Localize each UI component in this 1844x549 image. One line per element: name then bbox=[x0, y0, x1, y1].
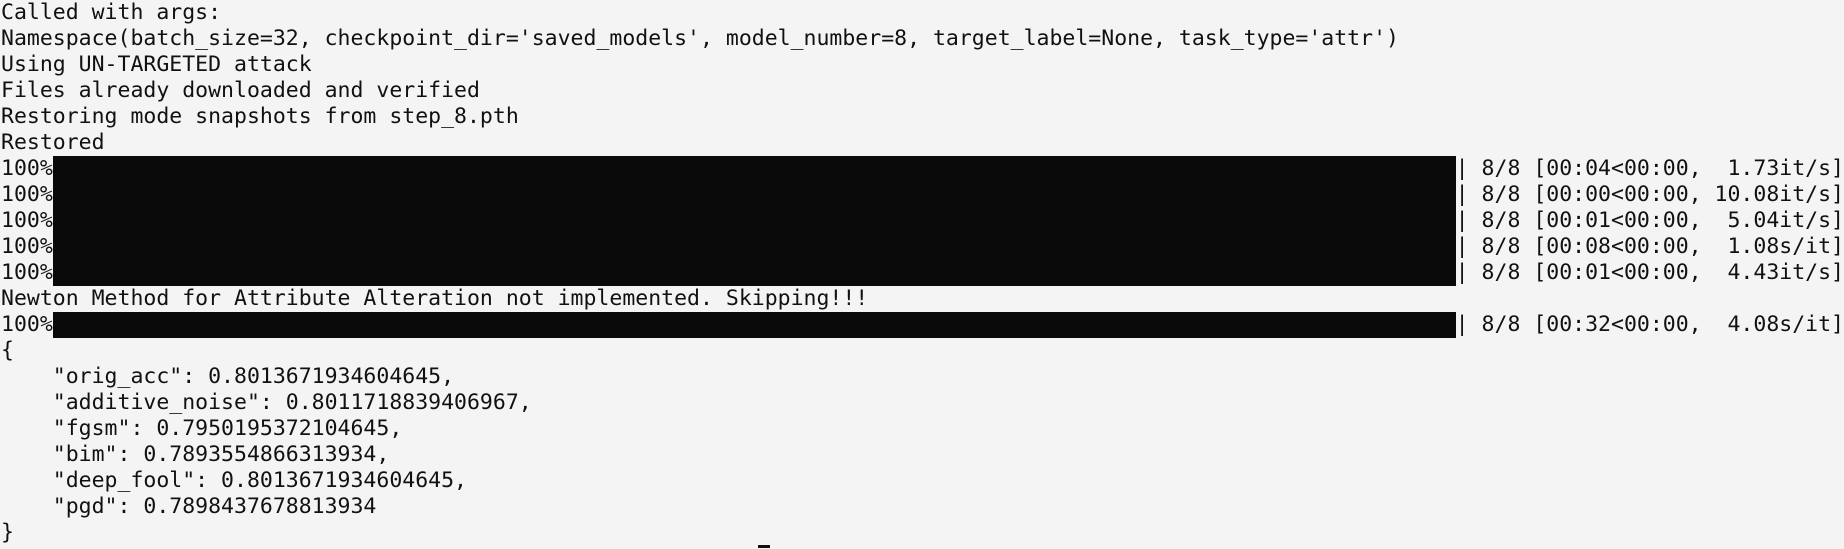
progress-bar-end: | bbox=[1455, 312, 1469, 337]
text-cursor bbox=[758, 545, 770, 548]
progress-bar-fill bbox=[53, 260, 1456, 286]
progress-bar bbox=[53, 182, 1456, 208]
progress-line: 100%| | 8/8 [00:04<00:00, 1.73it/s] bbox=[0, 156, 1844, 182]
json-result-line: "fgsm": 0.7950195372104645, bbox=[1, 416, 403, 441]
progress-bar bbox=[53, 234, 1456, 260]
progress-stats: 8/8 [00:00<00:00, 10.08it/s] bbox=[1468, 182, 1844, 207]
json-result-line: "deep_fool": 0.8013671934604645, bbox=[1, 468, 467, 493]
progress-bar bbox=[53, 208, 1456, 234]
progress-line: 100%| | 8/8 [00:01<00:00, 4.43it/s] bbox=[0, 260, 1844, 286]
json-open-brace: { bbox=[1, 338, 14, 363]
progress-bar-end: | bbox=[1455, 208, 1469, 233]
progress-line: 100%| | 8/8 [00:32<00:00, 4.08s/it] bbox=[0, 312, 1844, 338]
output-line: Using UN-TARGETED attack bbox=[1, 52, 312, 77]
output-line: Files already downloaded and verified bbox=[1, 78, 480, 103]
json-result-line: "bim": 0.7893554866313934, bbox=[1, 442, 390, 467]
progress-bar-end: | bbox=[1455, 234, 1469, 259]
output-line: Restoring mode snapshots from step_8.pth bbox=[1, 104, 519, 129]
progress-percent: 100%| bbox=[1, 260, 66, 285]
progress-percent: 100%| bbox=[1, 312, 66, 337]
progress-bar-end: | bbox=[1455, 260, 1469, 285]
progress-percent: 100%| bbox=[1, 182, 66, 207]
progress-stats: 8/8 [00:01<00:00, 4.43it/s] bbox=[1468, 260, 1844, 285]
json-result-line: "pgd": 0.7898437678813934 bbox=[1, 494, 377, 519]
progress-stats: 8/8 [00:08<00:00, 1.08s/it] bbox=[1468, 234, 1844, 259]
progress-bar-fill bbox=[53, 156, 1456, 182]
progress-bar-end: | bbox=[1455, 156, 1469, 181]
notice-line: Newton Method for Attribute Alteration n… bbox=[1, 286, 869, 311]
progress-line: 100%| | 8/8 [00:00<00:00, 10.08it/s] bbox=[0, 182, 1844, 208]
progress-bar-fill bbox=[53, 234, 1456, 260]
progress-bar-fill bbox=[53, 208, 1456, 234]
progress-line: 100%| | 8/8 [00:01<00:00, 5.04it/s] bbox=[0, 208, 1844, 234]
output-line: Restored bbox=[1, 130, 105, 155]
progress-percent: 100%| bbox=[1, 208, 66, 233]
progress-percent: 100%| bbox=[1, 234, 66, 259]
progress-stats: 8/8 [00:01<00:00, 5.04it/s] bbox=[1468, 208, 1844, 233]
progress-stats: 8/8 [00:32<00:00, 4.08s/it] bbox=[1468, 312, 1844, 337]
progress-bar bbox=[53, 260, 1456, 286]
json-result-line: "orig_acc": 0.8013671934604645, bbox=[1, 364, 455, 389]
progress-bar-fill bbox=[53, 312, 1456, 338]
progress-percent: 100%| bbox=[1, 156, 66, 181]
progress-line: 100%| | 8/8 [00:08<00:00, 1.08s/it] bbox=[0, 234, 1844, 260]
json-close-brace: } bbox=[1, 520, 14, 545]
output-line: Called with args: bbox=[1, 0, 222, 25]
progress-stats: 8/8 [00:04<00:00, 1.73it/s] bbox=[1468, 156, 1844, 181]
output-line: Namespace(batch_size=32, checkpoint_dir=… bbox=[1, 26, 1399, 51]
progress-bar bbox=[53, 312, 1456, 338]
progress-bar bbox=[53, 156, 1456, 182]
progress-bar-end: | bbox=[1455, 182, 1469, 207]
json-result-line: "additive_noise": 0.8011718839406967, bbox=[1, 390, 532, 415]
progress-bar-fill bbox=[53, 182, 1456, 208]
